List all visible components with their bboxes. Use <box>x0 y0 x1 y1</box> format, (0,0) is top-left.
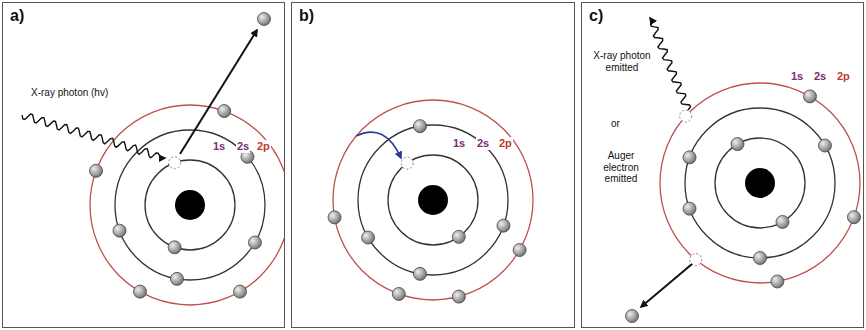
shell-label: 2p <box>256 140 271 153</box>
or-label: or <box>610 118 621 130</box>
electron <box>248 236 261 249</box>
electron <box>168 241 181 254</box>
electron-shell <box>90 105 284 305</box>
electron <box>113 224 126 237</box>
shell-label: 1s <box>452 137 466 150</box>
atom-model <box>328 100 533 303</box>
shell-label: 1s <box>212 140 226 153</box>
electron-shell <box>333 100 533 300</box>
electron-shell <box>145 160 235 250</box>
shell-label: 2p <box>836 70 851 83</box>
electron <box>258 13 271 26</box>
electron <box>626 310 639 323</box>
electron-vacancy <box>401 157 413 169</box>
shell-label: 1s <box>790 70 804 83</box>
panel-letter: b) <box>292 3 321 29</box>
nucleus <box>745 168 775 198</box>
shell-label: 2p <box>498 137 513 150</box>
shell-label: 2s <box>236 140 250 153</box>
electron <box>847 211 860 224</box>
electron-shell <box>685 108 835 258</box>
photon-label: X-ray photon (hv) <box>30 87 109 99</box>
electron <box>218 105 231 118</box>
panel-box: b) <box>291 2 575 328</box>
transition-arrow <box>356 132 401 158</box>
shell-label: 2s <box>476 137 490 150</box>
electron <box>90 164 103 177</box>
atom-model <box>660 83 860 288</box>
electron <box>452 230 465 243</box>
auger-arrow <box>641 264 692 307</box>
electron-shell <box>660 83 860 283</box>
xray-photon-wave <box>22 114 165 158</box>
emitted-photon-wave <box>650 18 690 110</box>
nucleus <box>175 190 205 220</box>
electron <box>804 90 817 103</box>
electron <box>513 244 526 257</box>
electron-shell <box>388 155 478 245</box>
electron <box>771 275 784 288</box>
electron <box>452 290 465 303</box>
electron <box>683 151 696 164</box>
panel-letter: a) <box>3 3 31 29</box>
electron <box>731 138 744 151</box>
photon-label: X-ray photon emitted <box>590 50 654 73</box>
electron <box>754 252 767 265</box>
electron <box>328 211 341 224</box>
auger-label: Auger electron emitted <box>590 150 652 185</box>
shell-label: 2s <box>813 70 827 83</box>
nucleus <box>418 185 448 215</box>
electron <box>134 285 147 298</box>
electron <box>170 272 183 285</box>
electron <box>413 267 426 280</box>
electron <box>413 120 426 133</box>
electron <box>683 202 696 215</box>
ejection-arrow <box>180 30 257 154</box>
atom-model <box>90 105 284 305</box>
electron-shell <box>358 125 508 275</box>
electron <box>818 139 831 152</box>
panel-box: a) <box>2 2 285 328</box>
panel-letter: c) <box>582 3 610 29</box>
electron <box>362 231 375 244</box>
electron-vacancy <box>680 110 692 122</box>
electron-shell <box>715 138 805 228</box>
electron <box>234 285 247 298</box>
electron-vacancy <box>169 157 181 169</box>
electron <box>392 287 405 300</box>
electron <box>497 219 510 232</box>
electron <box>776 215 789 228</box>
